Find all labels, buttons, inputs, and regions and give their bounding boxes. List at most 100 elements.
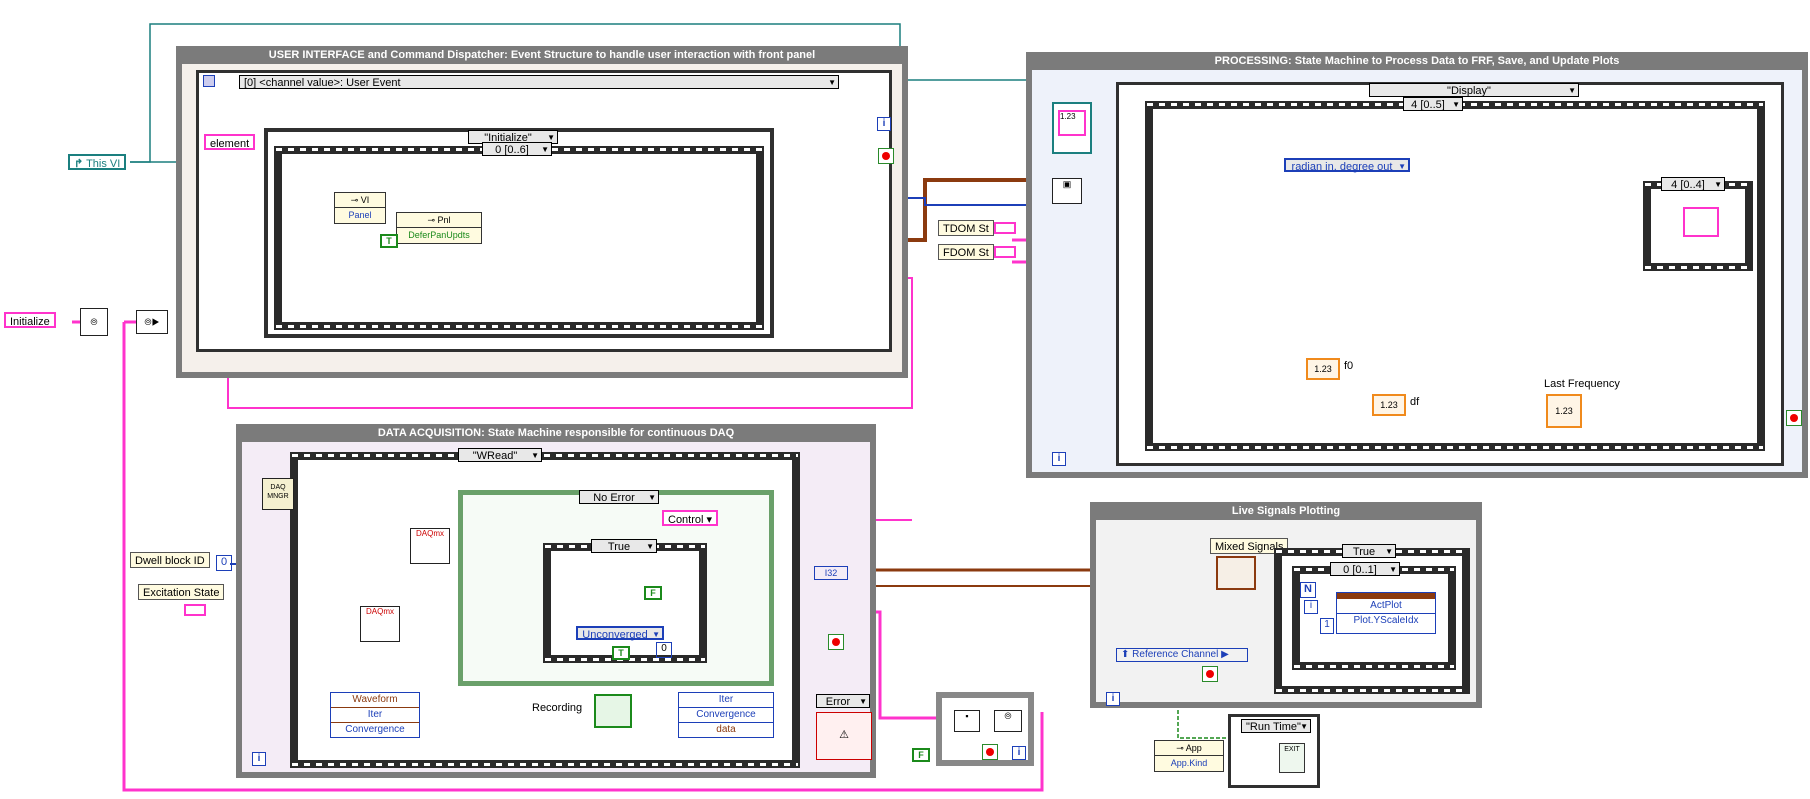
excitation-state-terminal[interactable]	[184, 604, 206, 616]
bundle-convergence: Convergence	[679, 708, 773, 723]
daq-stop-icon[interactable]	[828, 634, 844, 650]
graph-indicator[interactable]	[1683, 207, 1719, 237]
mixed-signals-label: Mixed Signals	[1210, 538, 1289, 554]
this-vi-label: This VI	[86, 158, 121, 170]
panel-node-text: Panel	[348, 210, 372, 220]
live-sequence: 0 [0..1] N i ActPlot Plot.YScaleIdx 1	[1292, 562, 1456, 670]
zero-const[interactable]: 0	[656, 642, 672, 658]
fdom-terminal[interactable]	[994, 246, 1016, 258]
tdom-label: TDOM St	[938, 220, 994, 236]
control-const[interactable]: Control ▾	[662, 510, 719, 526]
init-sequence-selector[interactable]: 0 [0..6]	[482, 142, 552, 157]
tdom-terminal[interactable]	[994, 222, 1016, 234]
ui-panel: USER INTERFACE and Command Dispatcher: E…	[176, 46, 908, 378]
event-info-icon: i	[877, 117, 891, 131]
init-case-selector[interactable]: "Initialize"	[468, 130, 558, 145]
release-frame: ▪ ⦾ i	[936, 692, 1034, 766]
panel-property-node[interactable]: ⊸ Pnl DeferPanUpdts	[396, 212, 482, 244]
enqueue-icon[interactable]: ⦾	[80, 308, 108, 336]
unbundle-iter: Iter	[331, 708, 419, 723]
last-frequency-indicator[interactable]: 1.23	[1546, 394, 1582, 428]
vi-node-text: VI	[360, 195, 370, 205]
excitation-state-label: Excitation State	[138, 584, 225, 600]
recording-indicator[interactable]	[594, 694, 632, 728]
recording-label: Recording	[532, 702, 583, 714]
event-case-selector[interactable]: [0] <channel value>: User Event	[239, 75, 839, 90]
live-stop-icon[interactable]	[1202, 666, 1218, 682]
waveform-unbundle[interactable]: Waveform Iter Convergence	[330, 692, 420, 738]
last-frequency-label: Last Frequency	[1544, 378, 1620, 390]
dequeue-icon[interactable]: ⦾▶	[136, 310, 168, 334]
daq-panel: DATA ACQUISITION: State Machine responsi…	[236, 424, 876, 778]
reference-channel-const[interactable]: ⬆ Reference Channel ▶	[1116, 648, 1248, 662]
unbundle-convergence: Convergence	[345, 724, 405, 735]
release-icon-2[interactable]: ⦾	[994, 710, 1022, 732]
init-sequence: 0 [0..6]	[274, 142, 764, 330]
error-case-selector[interactable]: No Error	[579, 490, 659, 505]
app-property-node[interactable]: ⊸ App App.Kind	[1154, 740, 1224, 772]
daq-case-selector[interactable]: "WRead"	[458, 448, 542, 463]
unconverged-selector[interactable]: Unconverged	[576, 626, 664, 642]
daqmx-write-icon[interactable]: DAQmx	[360, 606, 400, 642]
run-time-case: "Run Time" EXIT	[1228, 714, 1320, 788]
vi-property-node[interactable]: ⊸ VI Panel	[334, 192, 386, 224]
error-selector[interactable]: Error	[816, 694, 870, 709]
this-vi-ref[interactable]: ↱ This VI	[68, 154, 127, 170]
release-stop-icon[interactable]	[982, 744, 998, 760]
daqmx-write-text: DAQmx	[366, 607, 394, 616]
pnl-node-text: Pnl	[437, 215, 451, 225]
dwell-block-label: Dwell block ID	[130, 552, 210, 568]
exit-icon[interactable]: EXIT	[1279, 743, 1305, 773]
bundle-data: data	[716, 724, 736, 735]
loop-index: i	[1304, 600, 1318, 614]
dwell-block-const[interactable]: 0	[216, 555, 232, 571]
cluster-numeric: 1.23	[1058, 110, 1086, 136]
processing-stop-icon[interactable]	[1786, 410, 1802, 426]
processing-info-icon: i	[1052, 452, 1066, 466]
queue-release-wire	[122, 322, 1044, 792]
dequeue-data-icon[interactable]: ▣	[1052, 178, 1082, 204]
loop-count: N	[1300, 582, 1316, 598]
run-time-selector[interactable]: "Run Time"	[1241, 719, 1311, 734]
live-info-icon: i	[1106, 692, 1120, 706]
inner-sequence: 4 [0..4]	[1643, 177, 1753, 271]
df-label: df	[1410, 396, 1420, 408]
release-info-icon: i	[1012, 746, 1026, 760]
live-sequence-selector[interactable]: 0 [0..1]	[1330, 562, 1400, 577]
initialize-const[interactable]: Initialize	[4, 312, 56, 328]
element-text: element	[210, 138, 250, 150]
live-panel-title: Live Signals Plotting	[1096, 502, 1476, 520]
processing-sequence: 4 [0..5] 4 [0..4]	[1145, 97, 1765, 451]
timeout-icon	[203, 75, 215, 87]
release-queue-icon[interactable]: ▪	[954, 710, 980, 732]
processing-panel-title: PROCESSING: State Machine to Process Dat…	[1032, 52, 1802, 70]
control-text: Control	[668, 514, 704, 526]
inner-sequence-selector[interactable]: 4 [0..4]	[1661, 177, 1725, 192]
yscale-const[interactable]: 1	[1320, 618, 1334, 634]
t-const[interactable]: T	[612, 646, 630, 660]
true-case: True	[543, 539, 707, 663]
error-dialog-icon[interactable]: ⚠	[816, 712, 872, 760]
plot-property-node[interactable]: ActPlot Plot.YScaleIdx	[1336, 592, 1436, 634]
daqmx-read-text: DAQmx	[416, 529, 444, 538]
f-const-release[interactable]: F	[912, 748, 930, 762]
ui-stop-icon[interactable]	[878, 148, 894, 164]
initialize-case: "Initialize" 0 [0..6]	[264, 128, 774, 338]
true-case-selector[interactable]: True	[591, 539, 657, 554]
f0-label: f0	[1344, 360, 1354, 372]
live-case-selector[interactable]: True	[1342, 544, 1396, 559]
processing-sequence-selector[interactable]: 4 [0..5]	[1403, 97, 1463, 112]
processing-case-selector[interactable]: "Display"	[1369, 83, 1579, 98]
daq-mngr-icon[interactable]: DAQ MNGR	[262, 478, 294, 510]
data-bundle[interactable]: Iter Convergence data	[678, 692, 774, 738]
mixed-signals-graph[interactable]	[1216, 556, 1256, 590]
bundle-iter: Iter	[679, 693, 773, 708]
true-const[interactable]: T	[380, 234, 398, 248]
daqmx-read-icon[interactable]: DAQmx	[410, 528, 450, 564]
df-indicator: 1.23	[1372, 394, 1406, 416]
error-case: No Error True	[458, 490, 774, 686]
f-const-daq[interactable]: F	[644, 586, 662, 600]
reference-channel-text: Reference Channel	[1132, 649, 1219, 660]
i32-indicator: I32	[814, 566, 848, 580]
radian-degree-selector[interactable]: radian in, degree out	[1284, 158, 1410, 174]
